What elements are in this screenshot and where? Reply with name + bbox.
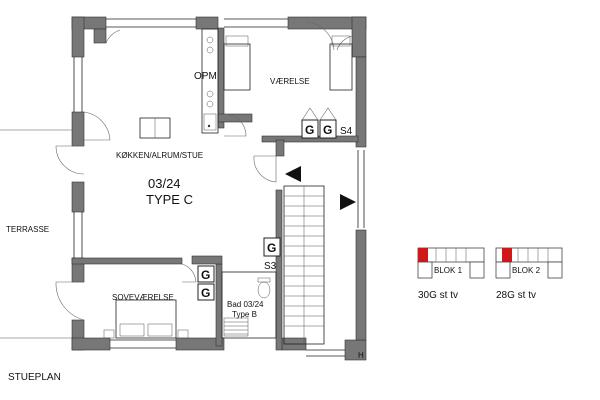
floor-label: STUEPLAN xyxy=(8,372,61,383)
walls xyxy=(71,16,367,361)
storage-g-glyph: G xyxy=(267,241,276,255)
room-label-s3: S3 xyxy=(264,261,277,272)
staircase xyxy=(283,185,325,345)
keymap-block-label: BLOK 2 xyxy=(512,266,541,275)
unit-number: 03/24 xyxy=(148,176,181,191)
double-bed xyxy=(103,299,189,339)
room-label-sovevaerelse: SOVEVÆRELSE xyxy=(112,293,174,302)
windows xyxy=(73,18,365,357)
kitchen-counter xyxy=(201,28,219,134)
hall-mark: H xyxy=(358,351,364,360)
storage-g-glyph: G xyxy=(323,123,332,137)
keymap-blok-2: BLOK 2 28G st tv xyxy=(495,247,563,301)
doors xyxy=(0,21,353,339)
unit-type: TYPE C xyxy=(146,192,193,207)
room-label-bath-type: Type B xyxy=(232,310,257,319)
keymap-block-label: BLOK 1 xyxy=(434,266,463,275)
keymap-blok-1: BLOK 1 30G st tv xyxy=(417,247,485,301)
arrow-left-icon xyxy=(285,166,301,182)
storage-g-glyph: G xyxy=(305,123,314,137)
room-label-opm: OPM xyxy=(194,71,217,82)
room-label-kitchen: KØKKEN/ALRUM/STUE xyxy=(116,151,203,160)
storage-bedroom: G G xyxy=(197,265,215,301)
storage-s3: G xyxy=(263,237,281,257)
storage-g-glyph: G xyxy=(201,286,210,300)
room-label-vaerelse: VÆRELSE xyxy=(270,77,310,86)
arrow-right-icon xyxy=(340,194,356,210)
room-label-bath: Bad 03/24 xyxy=(227,300,264,309)
bath-fixtures xyxy=(221,271,277,339)
keymap-unit-label: 28G st tv xyxy=(496,290,536,301)
storage-s4: G G xyxy=(301,107,337,139)
storage-g-glyph: G xyxy=(201,268,210,282)
room-label-s4: S4 xyxy=(340,126,353,137)
room-label-terrasse: TERRASSE xyxy=(6,225,49,234)
bedroom-beds xyxy=(223,35,353,91)
keymap-unit-label: 30G st tv xyxy=(418,290,458,301)
